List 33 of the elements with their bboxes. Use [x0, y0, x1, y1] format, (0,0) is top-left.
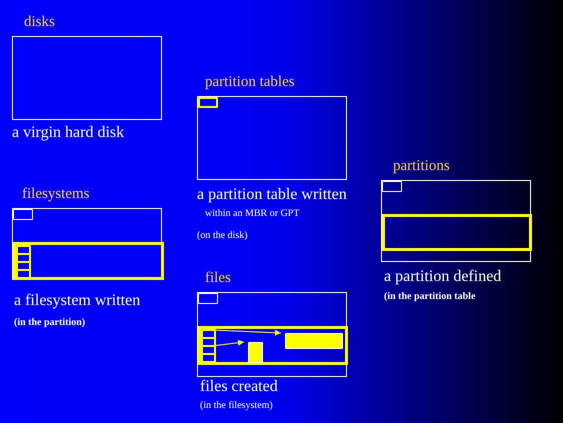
partition-band: [198, 326, 348, 365]
data-block: [248, 342, 263, 363]
arrow: [212, 340, 244, 346]
inode-box: [201, 345, 216, 355]
inode-box: [201, 329, 216, 339]
partition-band: [382, 214, 532, 251]
caption-note: (in the partition): [14, 316, 86, 329]
panel-heading: disks: [24, 14, 55, 31]
partition-table-box: [382, 181, 402, 192]
partition-table-box: [13, 209, 33, 220]
panel-heading: filesystems: [22, 186, 90, 203]
caption-note: (in the partition table: [384, 290, 476, 303]
node-label: a virgin hard disk: [12, 124, 124, 142]
partition-table-box: [198, 97, 218, 108]
node-label: files created: [200, 378, 278, 396]
inode-box: [16, 269, 31, 279]
node-label: a partition table written: [197, 186, 347, 204]
caption-note: (in the filesystem): [200, 400, 273, 411]
node-label: a filesystem written: [14, 292, 140, 310]
partition-table-box: [198, 293, 218, 304]
caption-note: within an MBR or GPT: [205, 208, 300, 219]
inode-box: [201, 353, 216, 363]
panel-heading: partition tables: [205, 74, 295, 91]
panel-heading: partitions: [393, 158, 450, 175]
panel-heading: files: [205, 270, 231, 287]
caption-note: (on the disk): [197, 230, 248, 241]
node-label: a partition defined: [384, 268, 502, 286]
data-block: [285, 333, 343, 349]
inode-box: [16, 261, 31, 271]
inode-box: [16, 245, 31, 255]
partition-band: [13, 242, 164, 280]
inode-box: [16, 253, 31, 263]
inode-box: [201, 337, 216, 347]
